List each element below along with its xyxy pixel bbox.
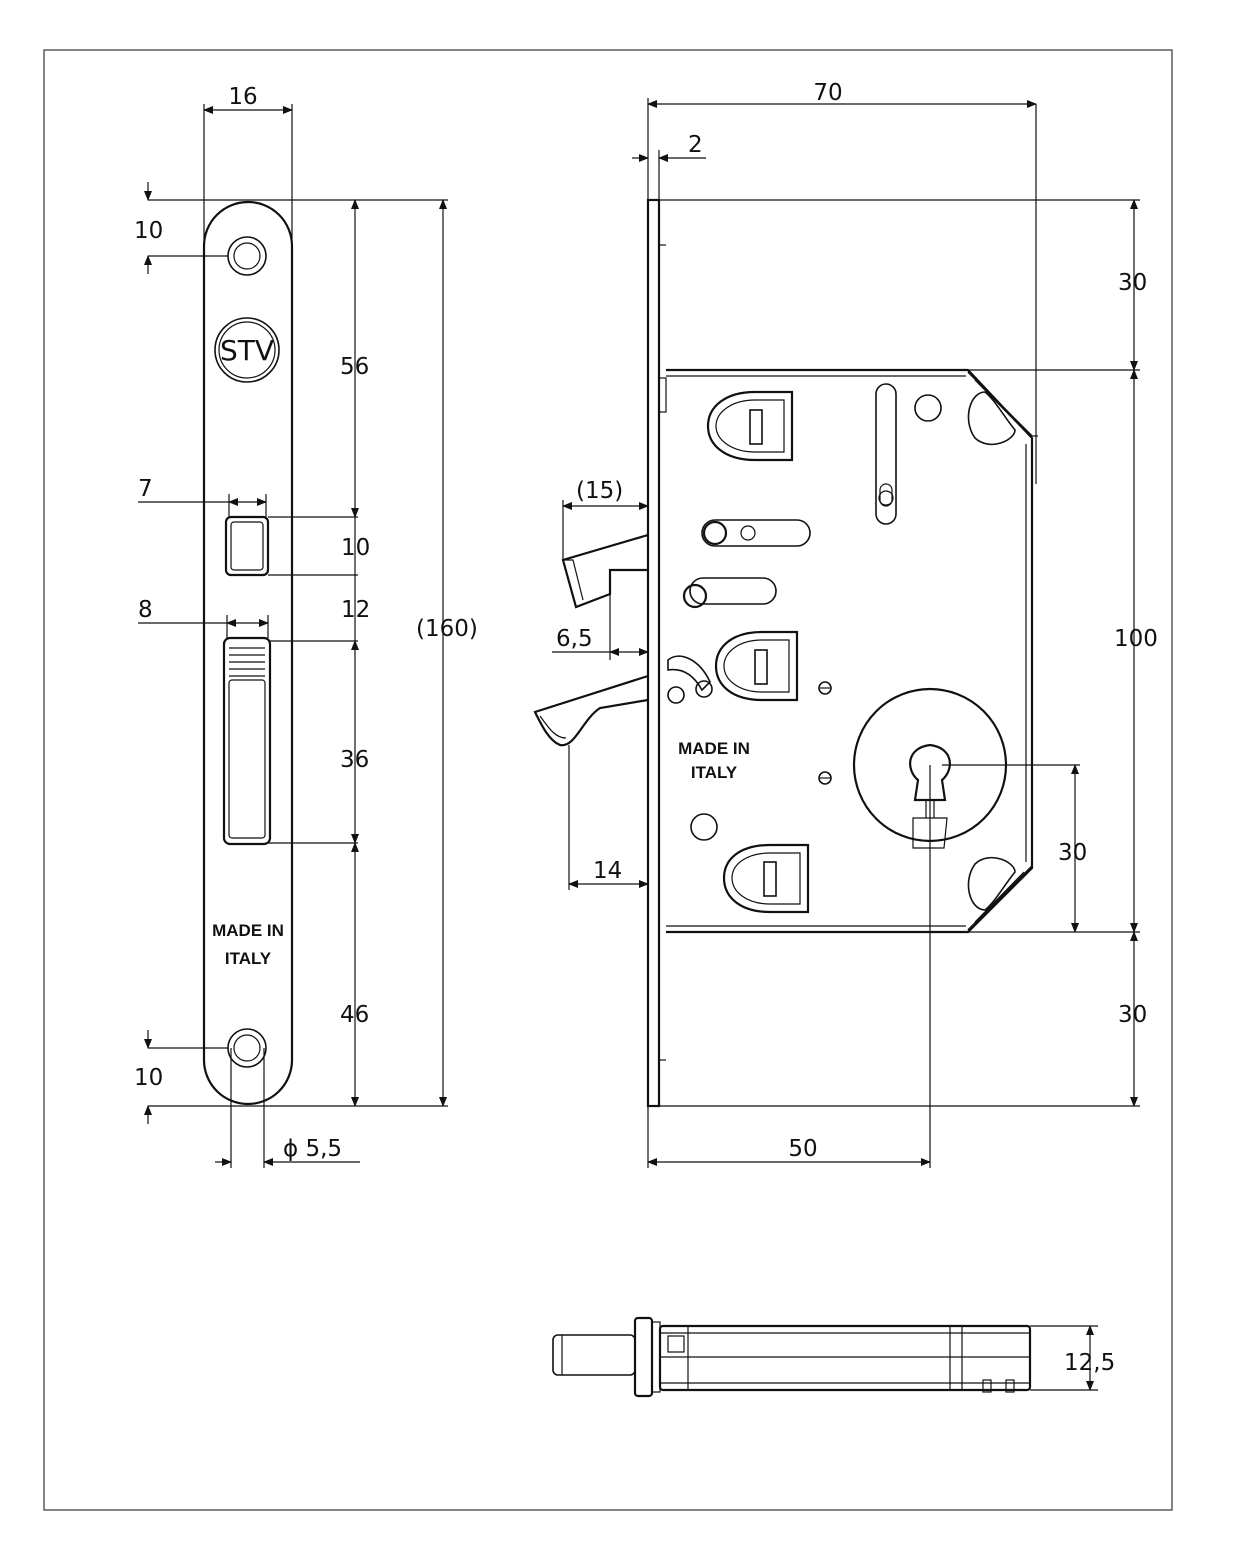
- dim-faceplate-width: 16: [228, 84, 257, 110]
- dim-body-middle: 100: [1114, 626, 1158, 652]
- dim-bottom-hole: 10: [134, 1065, 163, 1091]
- screw-1: [818, 681, 832, 695]
- rivet-pocket-top: [706, 390, 794, 462]
- dim-side-thickness: 12,5: [1064, 1350, 1115, 1376]
- dim-latch-height: 10: [341, 535, 370, 561]
- body-hole-bottom: [690, 813, 718, 841]
- lock-body-view: MADE IN ITALY 70 2 30 100 30 (15) 6,5: [533, 80, 1158, 1168]
- bottom-screw-hole-inner: [233, 1034, 261, 1062]
- dim-plate-thickness: 2: [688, 132, 703, 158]
- side-latch-pin: [552, 1334, 636, 1376]
- lock-case-outline: [666, 368, 1034, 934]
- dim-latch-projection: (15): [576, 478, 623, 504]
- dim-body-top: 30: [1118, 270, 1147, 296]
- drawing-border: [43, 49, 1173, 1511]
- deadbolt-window: [222, 636, 272, 846]
- dim-body-bottom: 30: [1118, 1002, 1147, 1028]
- body-mark-line1: MADE IN: [678, 739, 750, 758]
- dim-hook-projection: 14: [593, 858, 622, 884]
- dim-bolt-height: 36: [340, 747, 369, 773]
- latch-window-inner: [230, 521, 264, 571]
- faceplate-mark-line2: ITALY: [225, 949, 272, 968]
- dim-total-height: (160): [416, 616, 478, 642]
- dim-latch-width: 7: [138, 476, 153, 502]
- body-hole-top: [914, 394, 942, 422]
- dim-latch-step: 6,5: [556, 626, 593, 652]
- rivet-pocket-bottom: [722, 843, 810, 914]
- faceplate-mark-line1: MADE IN: [212, 921, 284, 940]
- faceplate-outline: [202, 200, 294, 1106]
- dim-hole-diameter: ϕ 5,5: [283, 1136, 342, 1162]
- body-mark-line2: ITALY: [691, 763, 738, 782]
- side-view: 12,5: [552, 1316, 1115, 1398]
- dim-gap: 12: [341, 597, 370, 623]
- dim-bolt-width: 8: [138, 597, 153, 623]
- logo-text: STV: [220, 334, 274, 367]
- side-faceplate: [633, 1316, 654, 1398]
- dim-key-offset: 30: [1058, 840, 1087, 866]
- dim-top-hole: 10: [134, 218, 163, 244]
- front-plate: [646, 198, 661, 1108]
- rivet-pocket-middle: [714, 630, 799, 702]
- hook-bolt: [533, 674, 649, 747]
- top-screw-hole-inner: [233, 242, 261, 270]
- dim-hole-to-latch: 56: [340, 354, 369, 380]
- side-body: [658, 1324, 1032, 1392]
- latch-bolt: [561, 533, 649, 609]
- corner-tab-bottom: [967, 856, 1033, 931]
- screw-2: [818, 771, 832, 785]
- dim-backset: 50: [788, 1136, 817, 1162]
- latch-cam: [667, 655, 713, 704]
- vertical-slot: [875, 383, 897, 525]
- horizontal-slot-upper: [701, 519, 811, 547]
- horizontal-slot-lower: [682, 577, 777, 609]
- faceplate-view: STV MADE IN ITALY 16: [134, 84, 478, 1168]
- dim-bolt-to-hole: 46: [340, 1002, 369, 1028]
- dim-body-width: 70: [813, 80, 842, 106]
- latch-window: [224, 515, 270, 577]
- corner-tab-top: [967, 371, 1033, 446]
- stv-logo: STV: [214, 317, 280, 383]
